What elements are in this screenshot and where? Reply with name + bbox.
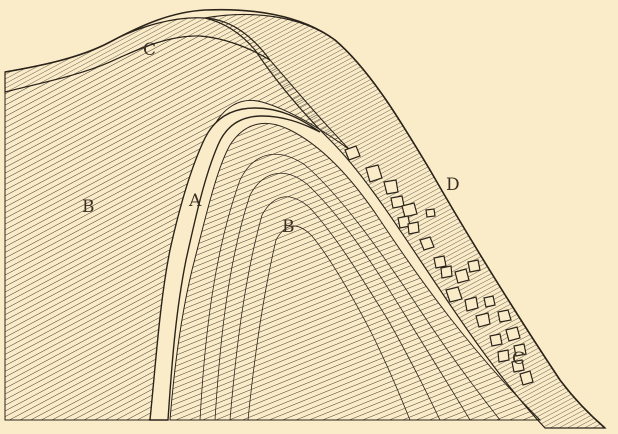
label-b-right: B <box>282 217 295 237</box>
label-a: A <box>188 191 202 211</box>
label-c-lower: C <box>512 349 525 369</box>
label-c-top: C <box>143 40 156 60</box>
label-b-left: B <box>82 197 95 217</box>
label-d: D <box>446 175 460 195</box>
